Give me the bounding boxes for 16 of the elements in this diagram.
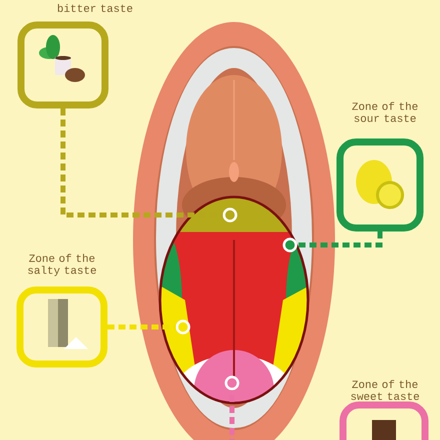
- zone-marker: [282, 238, 298, 252]
- dashed-connector: [108, 324, 176, 330]
- zone-marker: [176, 320, 190, 334]
- zone-marker: [224, 376, 240, 390]
- zone-marker: [222, 208, 238, 222]
- dashed-connector: [297, 232, 382, 248]
- dashed-connector: [60, 108, 223, 218]
- dashed-connector: [230, 390, 234, 440]
- icon-box: Zone of the sour taste: [336, 102, 424, 232]
- icon-box: Zone of the salty taste: [16, 254, 108, 368]
- node-label: Zone of the salty taste: [28, 254, 96, 276]
- node-label: bitter taste: [58, 4, 132, 12]
- node-label: Zone of the sour taste: [352, 102, 418, 122]
- icon-box: Zone of the sweet taste: [340, 380, 428, 440]
- icon-box: bitter taste: [18, 4, 132, 108]
- node-label: Zone of the sweet taste: [351, 380, 419, 400]
